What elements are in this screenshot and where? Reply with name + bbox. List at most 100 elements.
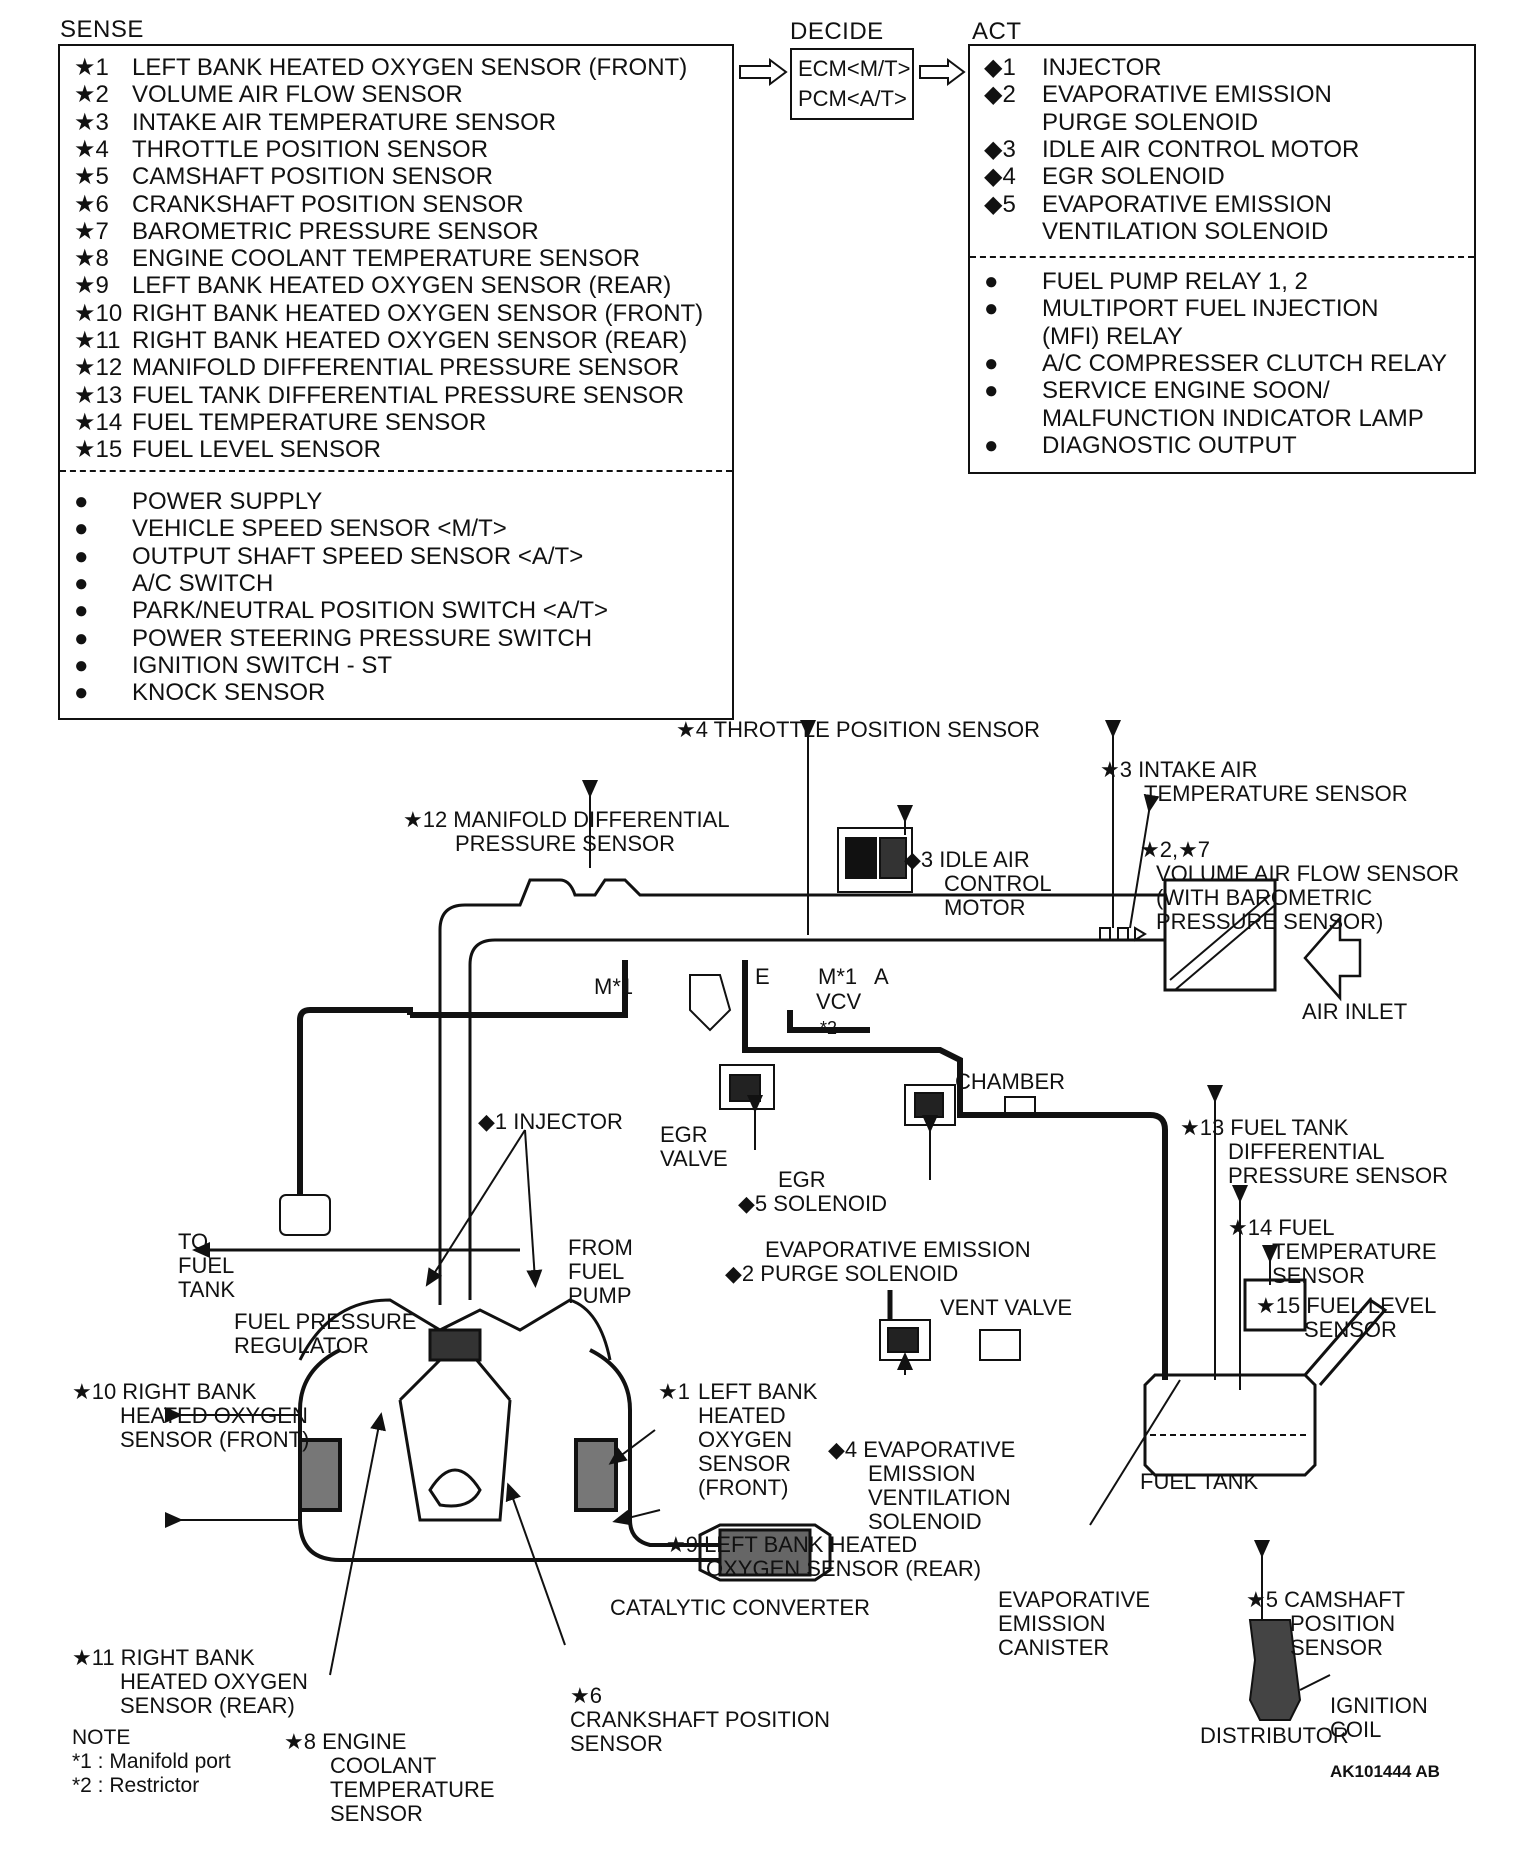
sense-starred-marker: ★6 — [74, 190, 109, 218]
sense-starred-text: RIGHT BANK HEATED OXYGEN SENSOR (FRONT) — [132, 299, 704, 327]
label-vcv: VCV — [816, 989, 862, 1014]
sense-starred-marker: ★8 — [74, 245, 109, 273]
sense-starred-marker: ★3 — [74, 108, 109, 136]
reference-code: AK101444 AB — [1330, 1762, 1440, 1781]
label-port-e: E — [755, 964, 770, 989]
act-diamond-text: IDLE AIR CONTROL MOTOR — [1042, 135, 1360, 163]
act-diamond-text: EGR SOLENOID — [1042, 163, 1225, 191]
sense-starred-text: CAMSHAFT POSITION SENSOR — [132, 163, 493, 191]
act-diamond-marker: ◆5 — [984, 190, 1016, 218]
sense-starred-marker: ★5 — [74, 163, 109, 191]
flow-arrow-sense-decide — [739, 58, 788, 86]
decide-pcm: PCM<A/T> — [798, 86, 907, 111]
sense-starred-text: FUEL TEMPERATURE SENSOR — [132, 408, 487, 436]
label-vent-valve: VENT VALVE — [940, 1295, 1073, 1320]
act-diamond-marker: ◆3 — [984, 135, 1016, 163]
act-dotted-text: (MFI) RELAY — [1042, 322, 1183, 350]
note-block: NOTE*1 : Manifold port*2 : Restrictor — [72, 1726, 231, 1797]
act-diamond-text: EVAPORATIVE EMISSION — [1042, 81, 1332, 109]
vaf-sensor-shape — [1099, 926, 1147, 942]
intake-duct — [438, 878, 1277, 1305]
decide-ecm: ECM<M/T> — [798, 56, 911, 81]
label-chamber: CHAMBER — [955, 1069, 1066, 1094]
act-dotted-marker: ● — [984, 431, 999, 459]
sense-dotted-marker: ● — [74, 679, 89, 707]
decide-box: ECM<M/T> PCM<A/T> — [790, 48, 914, 120]
sense-starred-marker: ★4 — [74, 135, 109, 163]
vacuum-hoses — [297, 960, 1168, 1380]
sense-starred-marker: ★9 — [74, 272, 109, 300]
sense-dotted-text: PARK/NEUTRAL POSITION SWITCH <A/T> — [132, 597, 609, 625]
sense-dotted-text: POWER STEERING PRESSURE SWITCH — [132, 624, 593, 652]
sense-starred-marker: ★12 — [74, 354, 123, 382]
sense-starred-marker: ★15 — [74, 436, 123, 464]
act-diamond-marker: ◆2 — [984, 81, 1016, 109]
act-dotted-marker: ● — [984, 268, 999, 295]
sense-dotted-marker: ● — [74, 569, 89, 597]
sense-dotted-text: A/C SWITCH — [132, 569, 274, 597]
act-dotted-text: A/C COMPRESSER CLUTCH RELAY — [1042, 349, 1447, 377]
sense-dotted-text: IGNITION SWITCH - ST — [132, 651, 392, 679]
act-dotted-text: FUEL PUMP RELAY 1, 2 — [1042, 268, 1308, 295]
flow-arrow-decide-act — [919, 58, 966, 86]
sense-starred-text: ENGINE COOLANT TEMPERATURE SENSOR — [132, 245, 641, 273]
air-inlet-arrow — [1303, 914, 1362, 1002]
sense-dotted-marker: ● — [74, 651, 89, 679]
sense-dotted-text: VEHICLE SPEED SENSOR <M/T> — [132, 515, 507, 543]
sense-starred-text: LEFT BANK HEATED OXYGEN SENSOR (REAR) — [132, 272, 672, 300]
act-divider — [970, 256, 1474, 258]
idle-air-control-motor-shape — [837, 827, 913, 893]
act-diamond-text: VENTILATION SOLENOID — [1042, 217, 1329, 245]
catalytic-converter-shape — [698, 1523, 832, 1582]
sense-starred-marker: ★11 — [74, 327, 121, 354]
act-dotted-text: MULTIPORT FUEL INJECTION — [1042, 295, 1379, 323]
act-dotted-marker: ● — [984, 349, 999, 377]
distributor-shape — [1248, 1619, 1302, 1721]
act-diamond-marker: ◆4 — [984, 163, 1016, 191]
sense-starred-marker: ★2 — [74, 81, 109, 109]
act-dotted-text: MALFUNCTION INDICATOR LAMP — [1042, 404, 1424, 432]
act-diamond-marker: ◆1 — [984, 54, 1016, 81]
sense-dotted-text: KNOCK SENSOR — [132, 679, 326, 707]
label-catalytic-converter: CATALYTIC CONVERTER — [610, 1595, 870, 1620]
act-diamond-text: EVAPORATIVE EMISSION — [1042, 190, 1332, 218]
label-port-m1-left: M*1 — [594, 974, 634, 999]
act-header: ACT — [972, 18, 1022, 45]
sense-dotted-marker: ● — [74, 597, 89, 625]
sense-starred-text: LEFT BANK HEATED OXYGEN SENSOR (FRONT) — [132, 54, 688, 81]
act-dotted-text: SERVICE ENGINE SOON/ — [1042, 377, 1330, 405]
engine-control-diagram — [165, 58, 1388, 1721]
label-egr-solenoid: EGR◆5 SOLENOID — [738, 1167, 887, 1216]
sense-dotted-marker: ● — [74, 488, 89, 515]
exhaust-shape — [298, 1348, 720, 1562]
sense-starred-text: VOLUME AIR FLOW SENSOR — [132, 81, 463, 109]
label-injector: ◆1 INJECTOR — [478, 1109, 623, 1134]
act-dotted-marker: ● — [984, 377, 999, 405]
sense-dotted-marker: ● — [74, 624, 89, 652]
sense-starred-text: THROTTLE POSITION SENSOR — [132, 135, 489, 163]
label-left-bank-o2-front-mark: ★1 — [658, 1379, 690, 1404]
label-fuel-tank: FUEL TANK — [1140, 1469, 1259, 1494]
leader-lines — [165, 720, 1331, 1691]
sense-starred-text: FUEL TANK DIFFERENTIAL PRESSURE SENSOR — [132, 381, 685, 409]
sense-dotted-text: OUTPUT SHAFT SPEED SENSOR <A/T> — [132, 542, 584, 570]
